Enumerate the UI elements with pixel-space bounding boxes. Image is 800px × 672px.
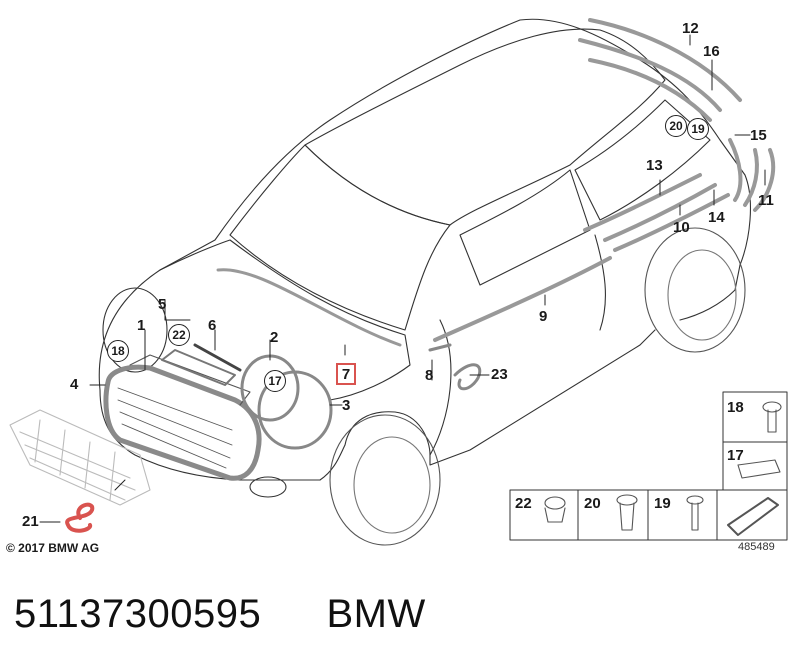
callout-12: 12 <box>682 20 699 37</box>
callout-16: 16 <box>703 43 720 60</box>
diagram-id: 485489 <box>738 541 775 553</box>
callout-20: 20 <box>665 115 687 137</box>
callout-19: 19 <box>687 118 709 140</box>
callout-8: 8 <box>425 367 434 384</box>
table-label-17: 17 <box>727 447 744 464</box>
fastener-drawings <box>544 401 782 536</box>
car-body <box>98 18 751 546</box>
parts-diagram <box>9 18 788 546</box>
copyright-notice: © 2017 BMW AG <box>6 541 100 555</box>
callout-9: 9 <box>539 308 548 325</box>
callout-22: 22 <box>168 324 190 346</box>
trim-strips <box>433 18 776 342</box>
callout-21: 21 <box>22 513 39 530</box>
part-caption: 51137300595 BMW <box>14 592 426 637</box>
lower-grille <box>9 409 151 506</box>
part-number: 51137300595 <box>14 592 262 636</box>
side-marker <box>428 343 452 352</box>
brand-name: BMW <box>326 592 426 636</box>
callout-1: 1 <box>137 317 146 334</box>
callout-23: 23 <box>491 366 508 383</box>
callout-10: 10 <box>673 219 690 236</box>
callout-3: 3 <box>342 397 351 414</box>
hood-scoop <box>161 343 242 386</box>
callout-5: 5 <box>158 296 167 313</box>
callout-18: 18 <box>107 340 129 362</box>
s-badge <box>65 502 95 533</box>
windshield-trim <box>216 268 402 347</box>
parts-table <box>509 391 788 541</box>
headlight-rings <box>240 354 333 450</box>
callout-7-highlighted: 7 <box>336 363 356 385</box>
callout-15: 15 <box>750 127 767 144</box>
callout-17: 17 <box>264 370 286 392</box>
leader-lines <box>39 34 766 523</box>
table-label-20: 20 <box>584 495 601 512</box>
callout-11: 11 <box>758 192 774 209</box>
table-label-18: 18 <box>727 399 744 416</box>
callout-2: 2 <box>270 329 279 346</box>
callout-14: 14 <box>708 209 725 226</box>
table-label-19: 19 <box>654 495 671 512</box>
table-label-22: 22 <box>515 495 532 512</box>
fender-badge <box>453 363 482 391</box>
callout-4: 4 <box>70 376 79 393</box>
front-grille <box>103 354 262 481</box>
callout-13: 13 <box>646 157 663 174</box>
callout-6: 6 <box>208 317 217 334</box>
